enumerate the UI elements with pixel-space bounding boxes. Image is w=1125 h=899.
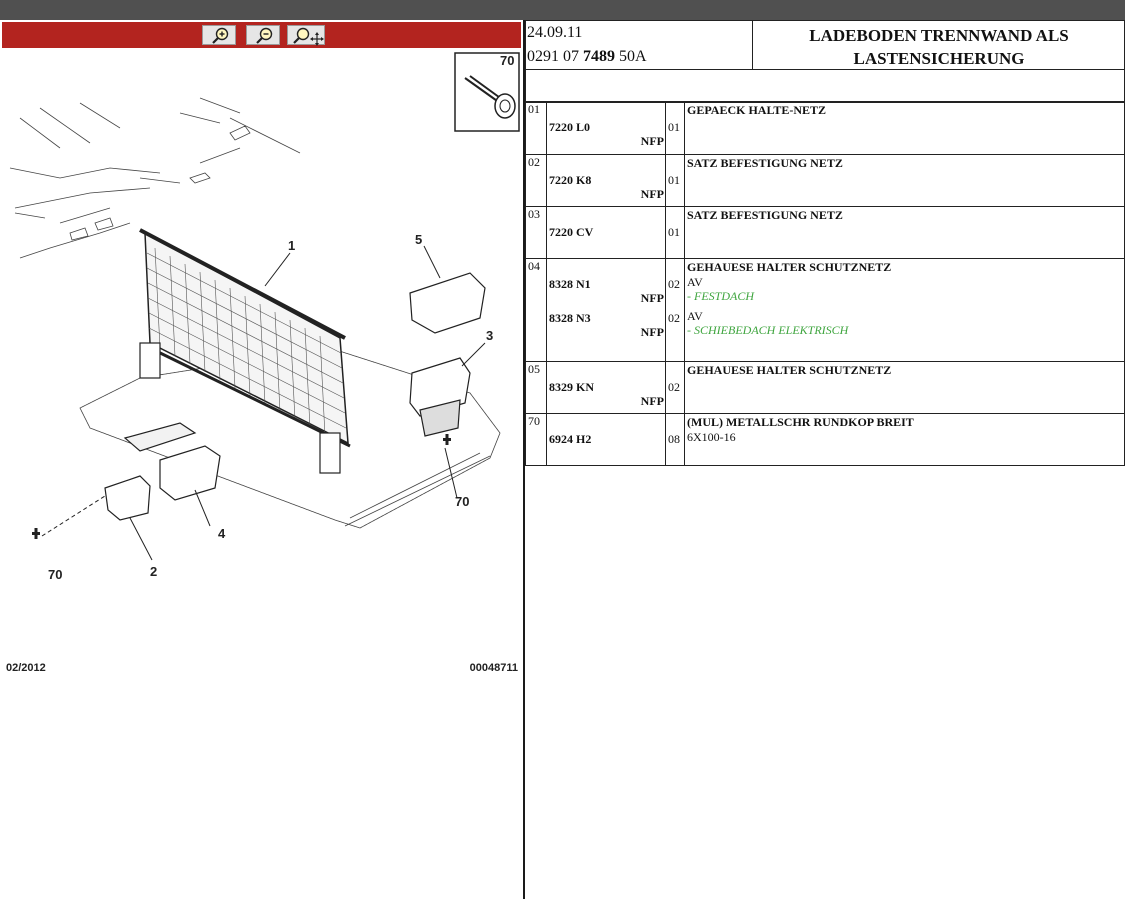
part-reference[interactable]: 8328 N1	[549, 277, 591, 291]
top-bar	[0, 0, 1125, 20]
reference-cell: 7220 L0 NFP	[546, 101, 666, 155]
table-row[interactable]: 02 7220 K8 NFP 01 SATZ BEFESTIGUNG NETZ	[525, 154, 1125, 207]
callout-70-inset: 70	[500, 53, 514, 68]
nfp-flag: NFP	[640, 325, 664, 339]
header-title: LADEBODEN TRENNWAND ALS LASTENSICHERUNG	[809, 26, 1069, 68]
header-subbar	[525, 70, 1125, 103]
mounting-parts	[104, 272, 486, 521]
description-cell: GEPAECK HALTE-NETZ	[684, 101, 1125, 155]
header-date: 24.09.11	[527, 24, 583, 41]
parts-header: 24.09.11 0291 07 7489 50A LADEBODEN TREN…	[525, 20, 1125, 70]
reference-cell: 8328 N1 NFP 8328 N3 NFP	[546, 258, 666, 362]
part-reference[interactable]: 8329 KN	[549, 380, 594, 394]
variant-note: - FESTDACH	[687, 289, 754, 303]
quantity-cell: 01	[665, 206, 685, 259]
part-reference[interactable]: 7220 CV	[549, 225, 594, 239]
exploded-parts-diagram: 1 2 3 4 5 70 70 70	[9, 52, 520, 582]
callout-70-left: 70	[48, 567, 62, 582]
table-row[interactable]: 03 7220 CV 01 SATZ BEFESTIGUNG NETZ	[525, 206, 1125, 259]
zoom-out-button[interactable]	[246, 25, 280, 45]
reference-cell: 7220 K8 NFP	[546, 154, 666, 207]
table-row[interactable]: 70 6924 H2 08 (MUL) METALLSCHR RUNDKOP B…	[525, 413, 1125, 466]
illustration-pane	[0, 20, 523, 899]
parts-table: 01 7220 L0 NFP 01 GEPAECK HALTE-NETZ 02 …	[525, 101, 1125, 466]
screw-marks	[32, 434, 451, 539]
nfp-flag: NFP	[640, 291, 664, 305]
callout-1: 1	[288, 238, 295, 253]
position-cell: 02	[525, 154, 547, 207]
quantity-cell: 01	[665, 101, 685, 155]
zoom-out-icon	[256, 27, 273, 44]
zoom-in-button[interactable]	[202, 25, 236, 45]
description-cell: SATZ BEFESTIGUNG NETZ	[684, 154, 1125, 207]
quantity-cell: 02	[665, 361, 685, 414]
leader-lines	[41, 245, 486, 561]
table-row[interactable]: 05 8329 KN NFP 02 GEHAUESE HALTER SCHUTZ…	[525, 361, 1125, 414]
callout-70-right: 70	[455, 494, 469, 509]
header-code: 0291 07 7489 50A	[527, 48, 647, 65]
variant-note: - SCHIEBEDACH ELEKTRISCH	[687, 323, 849, 337]
cargo-net	[139, 228, 351, 474]
quantity-cell: 01	[665, 154, 685, 207]
table-row[interactable]: 04 8328 N1 NFP 8328 N3 NFP 02 02 GEHAUES…	[525, 258, 1125, 362]
screw-inset	[454, 52, 520, 132]
quantity-cell: 02 02	[665, 258, 685, 362]
position-cell: 05	[525, 361, 547, 414]
table-row[interactable]: 01 7220 L0 NFP 01 GEPAECK HALTE-NETZ	[525, 101, 1125, 155]
nfp-flag: NFP	[640, 187, 664, 201]
callout-3: 3	[486, 328, 493, 343]
part-reference[interactable]: 6924 H2	[549, 432, 592, 446]
pane-divider[interactable]	[523, 20, 525, 899]
diagram-number: 00048711	[469, 662, 518, 674]
callout-4: 4	[218, 526, 226, 541]
callout-2: 2	[150, 564, 157, 579]
part-reference[interactable]: 8328 N3	[549, 311, 591, 325]
nfp-flag: NFP	[640, 394, 664, 408]
zoom-pan-button[interactable]	[287, 25, 325, 46]
description-cell: SATZ BEFESTIGUNG NETZ	[684, 206, 1125, 259]
diagram-date: 02/2012	[6, 662, 46, 674]
nfp-flag: NFP	[640, 134, 664, 148]
part-reference[interactable]: 7220 K8	[549, 173, 592, 187]
quantity-cell: 08	[665, 413, 685, 466]
zoom-toolbar	[2, 22, 521, 48]
vehicle-body-outline	[9, 97, 501, 529]
position-cell: 03	[525, 206, 547, 259]
position-cell: 70	[525, 413, 547, 466]
reference-cell: 7220 CV	[546, 206, 666, 259]
callout-5: 5	[415, 232, 422, 247]
zoom-in-icon	[212, 27, 229, 44]
description-cell: (MUL) METALLSCHR RUNDKOP BREIT 6X100-16	[684, 413, 1125, 466]
header-separator	[752, 21, 753, 69]
position-cell: 01	[525, 101, 547, 155]
description-cell: GEHAUESE HALTER SCHUTZNETZ	[684, 361, 1125, 414]
reference-cell: 6924 H2	[546, 413, 666, 466]
description-cell: GEHAUESE HALTER SCHUTZNETZ AV - FESTDACH…	[684, 258, 1125, 362]
position-cell: 04	[525, 258, 547, 362]
reference-cell: 8329 KN NFP	[546, 361, 666, 414]
part-reference[interactable]: 7220 L0	[549, 120, 591, 134]
zoom-pan-icon	[293, 27, 324, 46]
